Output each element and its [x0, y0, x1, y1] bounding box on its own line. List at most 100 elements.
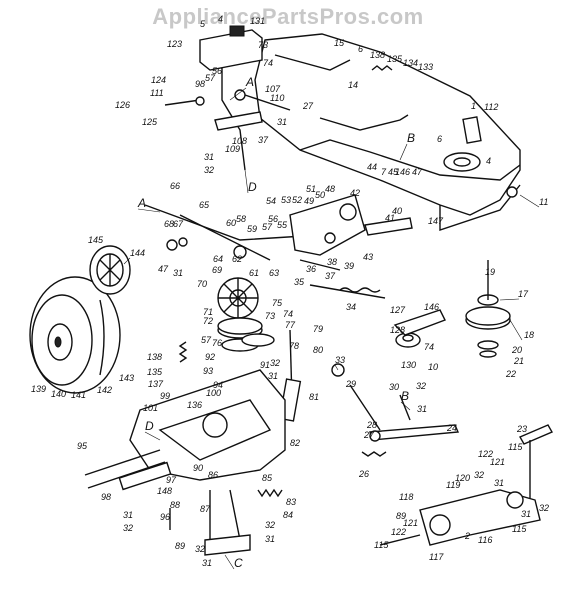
part-label-31h: 31: [417, 404, 427, 414]
part-label-11: 11: [539, 197, 548, 207]
part-label-143: 143: [119, 373, 134, 383]
part-label-A2: A: [137, 196, 146, 210]
part-label-31g: 31: [202, 558, 212, 568]
part-label-4: 4: [218, 14, 223, 24]
part-label-54: 54: [266, 196, 276, 206]
part-label-23: 23: [516, 424, 527, 434]
part-label-7: 7: [381, 167, 387, 177]
part-label-148: 148: [157, 486, 172, 496]
part-label-123: 123: [167, 39, 182, 49]
part-label-75: 75: [272, 298, 283, 308]
part-label-83: 83: [286, 497, 296, 507]
part-label-122b: 122: [391, 527, 406, 537]
part-label-89b: 89: [396, 511, 406, 521]
part-label-31e: 31: [123, 510, 133, 520]
part-label-C: C: [234, 556, 243, 570]
part-label-31a: 31: [277, 117, 287, 127]
springs: [178, 65, 393, 498]
part-label-31b: 31: [204, 152, 214, 162]
part-label-28: 28: [366, 420, 377, 430]
part-label-110: 110: [270, 93, 284, 103]
part-label-D2: D: [145, 419, 154, 433]
part-label-117: 117: [429, 552, 444, 562]
part-label-76: 76: [212, 338, 222, 348]
part-label-57c: 57: [201, 335, 212, 345]
part-label-89: 89: [175, 541, 185, 551]
part-label-92: 92: [205, 352, 215, 362]
part-label-70: 70: [197, 279, 207, 289]
part-label-60: 60: [226, 218, 236, 228]
part-label-31d: 31: [268, 371, 278, 381]
part-label-146b: 146: [424, 302, 439, 312]
part-label-63: 63: [269, 268, 279, 278]
part-label-37a: 37: [258, 135, 269, 145]
part-label-71: 71: [203, 307, 213, 317]
frame-chassis: [254, 33, 521, 231]
part-label-27a: 27: [302, 101, 314, 111]
part-label-131: 131: [250, 16, 265, 26]
part-label-115a: 115: [508, 442, 523, 452]
part-label-66: 66: [170, 181, 180, 191]
part-label-27b: 27: [363, 430, 375, 440]
part-label-111: 111: [150, 88, 164, 98]
part-label-138a: 138: [370, 50, 385, 60]
part-label-135b: 135: [147, 367, 163, 377]
part-label-121a: 121: [490, 457, 505, 467]
part-label-109: 109: [225, 144, 240, 154]
part-label-32h: 32: [539, 503, 549, 513]
part-label-96: 96: [160, 512, 170, 522]
part-label-87: 87: [200, 504, 211, 514]
part-label-31j: 31: [521, 509, 531, 519]
part-label-98b: 98: [101, 492, 111, 502]
part-label-100: 100: [206, 388, 221, 398]
part-label-118: 118: [399, 492, 413, 502]
part-label-59: 59: [247, 224, 257, 234]
part-label-1: 1: [471, 101, 476, 111]
part-label-74a: 74: [263, 58, 273, 68]
part-label-50: 50: [315, 190, 325, 200]
part-label-32g: 32: [474, 470, 484, 480]
part-label-64: 64: [213, 254, 223, 264]
part-label-93: 93: [203, 366, 213, 376]
pedal-linkage: [331, 363, 553, 546]
part-label-133: 133: [418, 62, 433, 72]
part-label-81: 81: [309, 392, 319, 402]
part-label-86: 86: [208, 470, 218, 480]
rear-wheel: [29, 276, 121, 394]
part-label-57: 57: [205, 73, 216, 83]
part-label-73a: 73: [258, 40, 268, 50]
part-label-98: 98: [195, 79, 205, 89]
part-label-135: 135: [387, 54, 403, 64]
part-label-126: 126: [115, 100, 130, 110]
part-label-144: 144: [130, 248, 145, 258]
part-label-18: 18: [524, 330, 534, 340]
part-label-B2: B: [401, 389, 409, 403]
part-label-72: 72: [203, 316, 213, 326]
part-label-A1: A: [245, 75, 254, 89]
part-label-47b: 47: [158, 264, 169, 274]
part-label-32b: 32: [270, 358, 280, 368]
part-label-57b: 57: [262, 222, 273, 232]
part-label-140: 140: [51, 389, 66, 399]
part-label-34: 34: [346, 302, 356, 312]
part-label-112: 112: [484, 102, 498, 112]
part-label-4b: 4: [486, 156, 491, 166]
part-label-44: 44: [367, 162, 377, 172]
part-label-56b: 56: [268, 214, 278, 224]
part-label-97: 97: [166, 475, 177, 485]
part-label-116: 116: [478, 535, 492, 545]
part-label-19: 19: [485, 267, 495, 277]
part-label-32c: 32: [123, 523, 133, 533]
idler-pulley-assembly: [393, 260, 511, 358]
part-label-58: 58: [236, 214, 246, 224]
part-label-134: 134: [403, 58, 418, 68]
part-label-14: 14: [348, 80, 358, 90]
part-label-52: 52: [292, 195, 302, 205]
part-label-10: 10: [428, 362, 438, 372]
part-label-136: 136: [187, 400, 202, 410]
part-label-128: 128: [390, 325, 405, 335]
part-label-77: 77: [285, 320, 296, 330]
part-label-69: 69: [212, 265, 222, 275]
part-label-17: 17: [518, 289, 529, 299]
